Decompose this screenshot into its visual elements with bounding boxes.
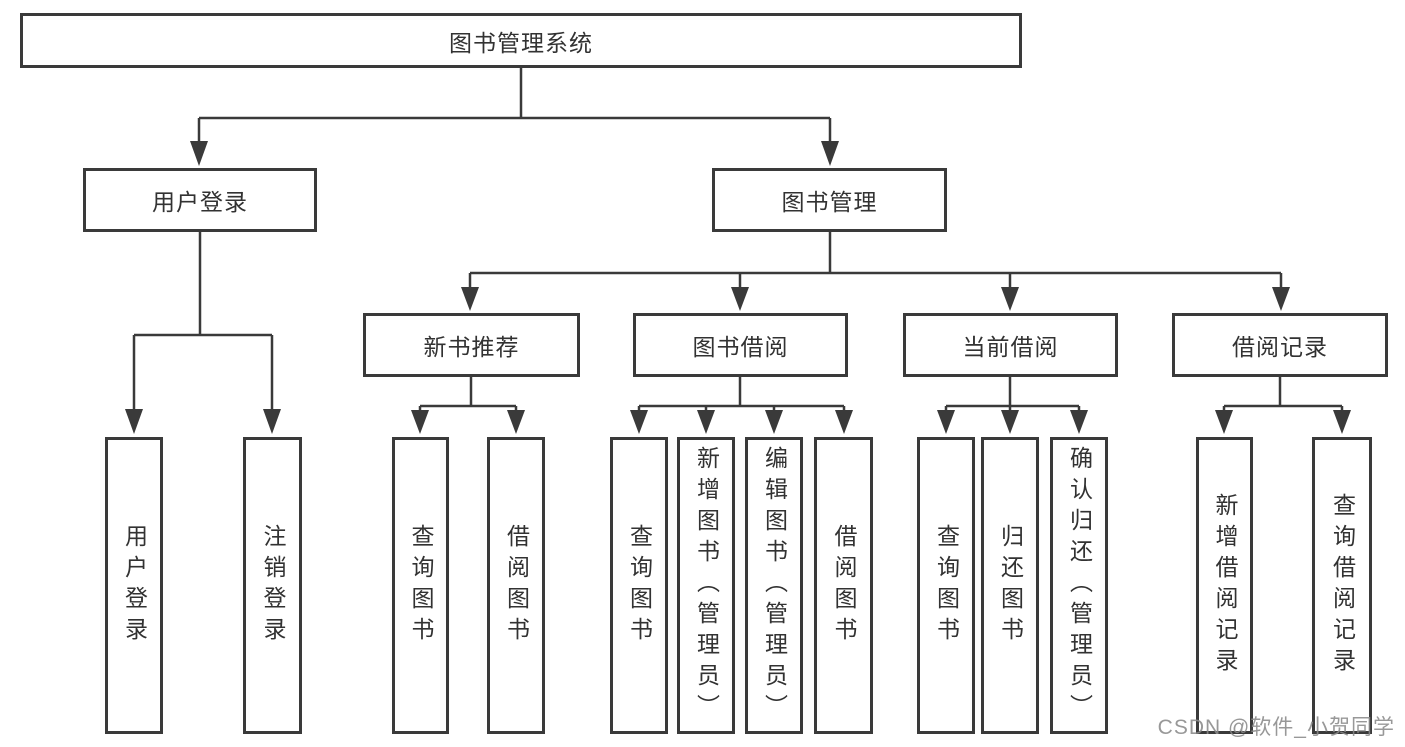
- node-leaf-confirm-return-admin: 确认归还（管理员）: [1050, 437, 1108, 734]
- arrow-down-icon: [1070, 410, 1088, 434]
- connector-book-borrow: [630, 377, 853, 434]
- node-label: 确认归还（管理员）: [1066, 446, 1093, 725]
- node-leaf-logout: 注销登录: [243, 437, 302, 734]
- connector-book-management: [461, 232, 1290, 311]
- node-label: 图书管理系统: [449, 29, 593, 56]
- connector-root: [190, 68, 839, 166]
- arrow-down-icon: [937, 410, 955, 434]
- arrow-down-icon: [1215, 410, 1233, 434]
- node-leaf-query-books: 查询图书: [917, 437, 975, 734]
- node-new-book-recommend: 新书推荐: [363, 313, 580, 377]
- node-book-borrow: 图书借阅: [633, 313, 848, 377]
- node-leaf-add-borrow-record: 新增借阅记录: [1196, 437, 1253, 734]
- node-current-borrow: 当前借阅: [903, 313, 1118, 377]
- node-label: 查询图书: [626, 523, 653, 648]
- arrow-down-icon: [765, 410, 783, 434]
- node-leaf-borrow-books: 借阅图书: [487, 437, 545, 734]
- node-label: 当前借阅: [962, 334, 1059, 360]
- arrow-down-icon: [190, 141, 208, 166]
- node-label: 注销登录: [260, 523, 286, 648]
- node-label: 用户登录: [121, 523, 148, 648]
- arrow-down-icon: [1272, 287, 1290, 311]
- node-book-management: 图书管理: [712, 168, 947, 232]
- node-borrow-record: 借阅记录: [1172, 313, 1388, 377]
- node-label: 新增借阅记录: [1212, 492, 1238, 679]
- node-user-login: 用户登录: [83, 168, 317, 232]
- node-label: 图书管理: [781, 189, 878, 215]
- node-label: 借阅图书: [503, 523, 530, 648]
- node-leaf-add-books-admin: 新增图书（管理员）: [677, 437, 735, 734]
- node-label: 用户登录: [152, 189, 248, 215]
- arrow-down-icon: [125, 409, 143, 434]
- node-label: 借阅图书: [831, 523, 857, 648]
- node-leaf-edit-books-admin: 编辑图书（管理员）: [745, 437, 803, 734]
- node-leaf-query-books: 查询图书: [610, 437, 668, 734]
- node-label: 新增图书（管理员）: [693, 446, 720, 725]
- arrow-down-icon: [697, 410, 715, 434]
- arrow-down-icon: [835, 410, 853, 434]
- node-leaf-user-login: 用户登录: [105, 437, 163, 734]
- arrow-down-icon: [821, 141, 839, 166]
- node-label: 查询图书: [408, 523, 434, 648]
- node-label: 图书借阅: [692, 334, 789, 360]
- arrow-down-icon: [263, 409, 281, 434]
- connector-user-login: [125, 232, 281, 434]
- csdn-watermark: CSDN @软件_小贺同学: [1157, 716, 1395, 739]
- node-leaf-query-borrow-record: 查询借阅记录: [1312, 437, 1372, 734]
- arrow-down-icon: [461, 287, 479, 311]
- connector-borrow-record: [1215, 377, 1351, 434]
- node-label: 查询图书: [933, 523, 960, 648]
- arrow-down-icon: [1001, 410, 1019, 434]
- arrow-down-icon: [630, 410, 648, 434]
- connector-current-borrow: [937, 377, 1088, 434]
- node-leaf-return-books: 归还图书: [981, 437, 1039, 734]
- arrow-down-icon: [507, 410, 525, 434]
- arrow-down-icon: [411, 410, 429, 434]
- node-label: 查询借阅记录: [1329, 492, 1356, 679]
- node-library-management-system: 图书管理系统: [20, 13, 1022, 68]
- arrow-down-icon: [731, 287, 749, 311]
- node-label: 编辑图书（管理员）: [761, 446, 788, 725]
- node-label: 新书推荐: [423, 334, 520, 360]
- arrow-down-icon: [1333, 410, 1351, 434]
- node-leaf-query-books: 查询图书: [392, 437, 449, 734]
- node-leaf-borrow-books: 借阅图书: [814, 437, 873, 734]
- node-label: 归还图书: [997, 523, 1024, 648]
- connector-new-book-recommend: [411, 377, 525, 434]
- arrow-down-icon: [1001, 287, 1019, 311]
- node-label: 借阅记录: [1232, 334, 1328, 360]
